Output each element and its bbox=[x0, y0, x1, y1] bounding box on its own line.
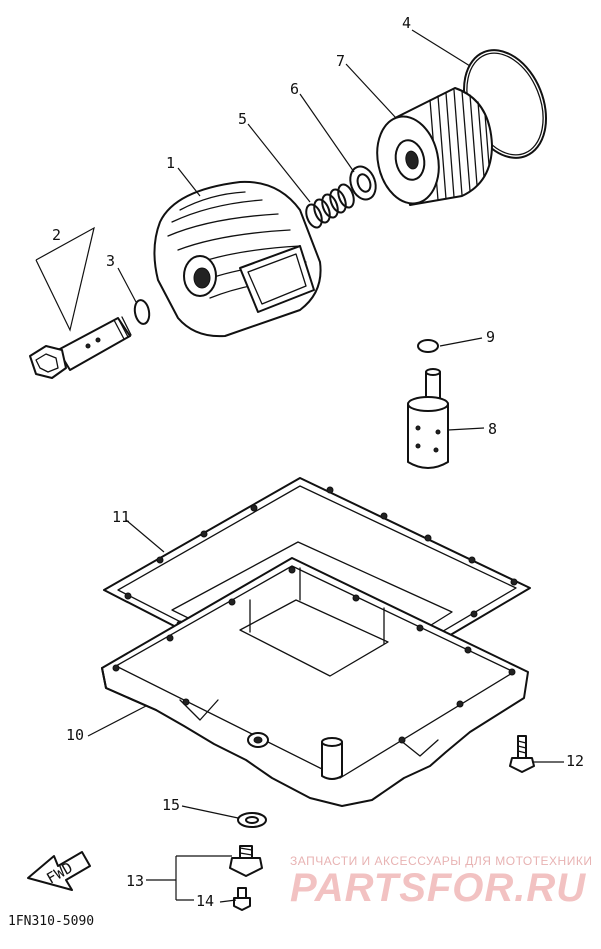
part-14-small-bolt bbox=[233, 887, 251, 911]
label-7: 7 bbox=[336, 52, 345, 70]
label-12: 12 bbox=[566, 752, 584, 770]
front-direction-arrow: FWD bbox=[27, 851, 91, 891]
label-11: 11 bbox=[112, 508, 130, 526]
watermark-tagline: ЗАПЧАСТИ И АКСЕССУАРЫ ДЛЯ МОТОТЕХНИКИ bbox=[290, 854, 593, 868]
part-1-filter-cover bbox=[153, 180, 322, 338]
label-6: 6 bbox=[290, 80, 299, 98]
part-7-oil-filter bbox=[376, 87, 493, 206]
label-1: 1 bbox=[166, 154, 175, 172]
diagram-code: 1FN310-5090 bbox=[8, 914, 95, 929]
part-2-filter-bolt bbox=[29, 316, 132, 379]
part-6-washer bbox=[349, 165, 377, 201]
part-9-o-ring bbox=[417, 339, 439, 353]
part-5-spring bbox=[305, 183, 355, 229]
label-13: 13 bbox=[126, 872, 144, 890]
label-15: 15 bbox=[162, 796, 180, 814]
part-15-washer bbox=[237, 812, 267, 828]
part-number-labels: 1 2 3 4 5 6 7 8 9 10 11 12 13 14 15 bbox=[52, 14, 584, 910]
part-3-o-ring bbox=[133, 299, 151, 325]
label-3: 3 bbox=[106, 252, 115, 270]
label-14: 14 bbox=[196, 892, 214, 910]
label-4: 4 bbox=[402, 14, 411, 32]
part-12-bolt bbox=[509, 735, 535, 773]
label-5: 5 bbox=[238, 110, 247, 128]
label-8: 8 bbox=[488, 420, 497, 438]
part-10-oil-pan bbox=[101, 557, 529, 807]
label-10: 10 bbox=[66, 726, 84, 744]
part-8-relief-valve bbox=[407, 368, 449, 469]
label-9: 9 bbox=[486, 328, 495, 346]
watermark-logo: PARTSFOR.RU bbox=[290, 866, 587, 910]
leader-lines bbox=[35, 29, 564, 903]
part-13-drain-plug bbox=[229, 845, 263, 877]
label-2: 2 bbox=[52, 226, 61, 244]
